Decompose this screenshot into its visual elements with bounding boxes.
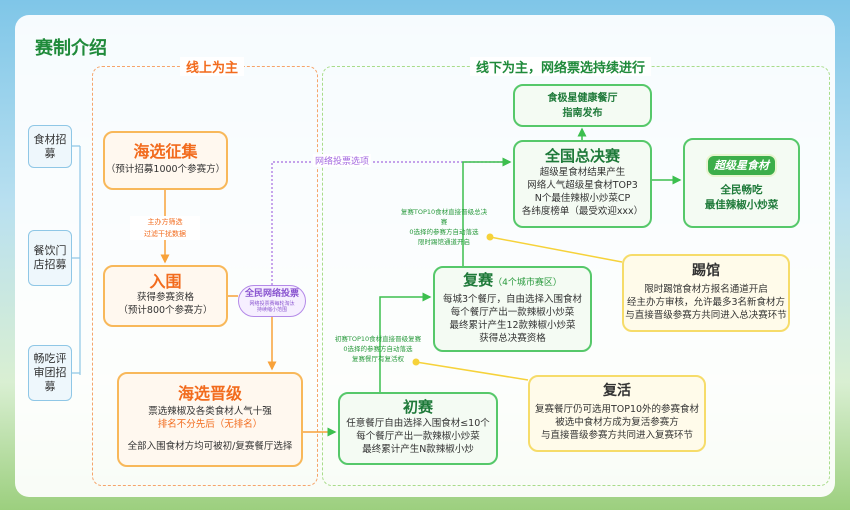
box-title: 初赛 bbox=[402, 398, 433, 416]
note-line: 过滤干扰数据 bbox=[144, 230, 186, 238]
side-label-judges: 畅吃评审团招募 bbox=[28, 345, 72, 401]
offline-label: 线下为主，网络票选持续进行 bbox=[470, 57, 652, 76]
box-title: 复赛 bbox=[463, 270, 494, 289]
note-line: 复赛TOP10食材直接晋级总决赛 bbox=[400, 208, 488, 226]
box-line: 每个餐厅产出一款辣椒小炒菜 bbox=[356, 431, 480, 442]
vote-title: 全民网络投票 bbox=[244, 289, 299, 299]
filter-note: 主办方筛选过滤干扰数据 bbox=[130, 216, 200, 240]
box-title: 海选征集 bbox=[133, 142, 198, 161]
superstar-logo: 超级星食材 bbox=[706, 153, 777, 177]
box-line: N个最佳辣椒小炒菜CP bbox=[534, 193, 631, 204]
box-title: 踢馆 bbox=[692, 262, 720, 279]
box-title: 入围 bbox=[149, 272, 182, 291]
box-line: 获得总决赛资格 bbox=[479, 332, 546, 344]
vote-option-label: 网络投票选项 bbox=[313, 154, 372, 167]
note-line: 限时踢馆通道开启 bbox=[418, 238, 470, 246]
side-label-restaurants: 餐饮门店招募 bbox=[28, 230, 72, 286]
chusai-note: 初赛TOP10食材直接晋级复赛 0选择的参赛方自动落选复赛餐厅有复活权 bbox=[332, 334, 424, 364]
box-title: 复活 bbox=[603, 383, 631, 399]
note-line: 复赛餐厅有复活权 bbox=[352, 355, 404, 363]
box-title: 海选晋级 bbox=[177, 383, 242, 403]
box-line: 每城3个餐厅，自由选择入围食材 bbox=[442, 293, 583, 305]
box-line: 限时踢馆食材方报名通道开启 bbox=[644, 283, 768, 295]
box-line: 指南发布 bbox=[562, 107, 603, 119]
online-label: 线上为主 bbox=[180, 57, 245, 76]
box-line: 复赛餐厅仍可选用TOP10外的参赛食材 bbox=[534, 404, 700, 415]
box-line: 各纬度榜单（最受欢迎xxx） bbox=[521, 206, 644, 217]
vote-line: 持续缩小范围 bbox=[256, 307, 287, 313]
fuhuo-box: 复活 复赛餐厅仍可选用TOP10外的参赛食材被选中食材方成为复活参赛方与直接晋级… bbox=[528, 375, 706, 452]
vote-line: 网络投票赛每轮淘汰 bbox=[249, 301, 295, 307]
box-line: 票选辣椒及各类食材人气十强 bbox=[148, 405, 272, 417]
box-line-highlight: 排名不分先后（无排名） bbox=[157, 418, 263, 430]
vote-pill: 全民网络投票 网络投票赛每轮淘汰持续缩小范围 bbox=[238, 285, 306, 317]
guide-box: 食极星健康餐厅指南发布 bbox=[513, 84, 652, 127]
box-line: 最佳辣椒小炒菜 bbox=[704, 198, 779, 211]
box-line: 每个餐厅产出一款辣椒小炒菜 bbox=[450, 306, 575, 318]
tiguan-box: 踢馆 限时踢馆食材方报名通道开启经主办方审核，允许最多3名新食材方与直接晋级参赛… bbox=[622, 254, 790, 332]
box-line: 与直接晋级参赛方共同进入复赛环节 bbox=[540, 430, 693, 441]
box-title: 全国总决赛 bbox=[544, 147, 620, 165]
superstar-box: 超级星食材 全民畅吃最佳辣椒小炒菜 bbox=[683, 138, 800, 228]
side-label-ingredients: 食材招募 bbox=[28, 125, 72, 168]
box-line: 全部入围食材方均可被初/复赛餐厅选择 bbox=[127, 440, 293, 452]
fusai-note: 复赛TOP10食材直接晋级总决赛 0选择的参赛方自动落选限时踢馆通道开启 bbox=[398, 207, 490, 247]
box-subtitle: （4个城市赛区） bbox=[493, 277, 562, 288]
note-line: 0选择的参赛方自动落选 bbox=[409, 228, 479, 236]
ruwei-box: 入围 获得参赛资格 （预计800个参赛方） bbox=[103, 265, 228, 327]
fusai-box: 复赛（4个城市赛区） 每城3个餐厅，自由选择入围食材每个餐厅产出一款辣椒小炒菜最… bbox=[433, 266, 592, 352]
box-line: 经主办方审核，允许最多3名新食材方 bbox=[626, 296, 786, 308]
box-line: 超级星食材结果产生 bbox=[539, 167, 626, 178]
box-line: 最终累计产生N款辣椒小炒 bbox=[362, 444, 474, 455]
page-title: 赛制介绍 bbox=[35, 38, 107, 59]
haixuan-zhengji-box: 海选征集 （预计招募1000个参赛方） bbox=[103, 131, 228, 190]
box-line: （预计招募1000个参赛方） bbox=[105, 164, 226, 175]
chusai-box: 初赛 任意餐厅自由选择入围食材≤10个每个餐厅产出一款辣椒小炒菜最终累计产生N款… bbox=[338, 392, 498, 465]
haixuan-jinji-box: 海选晋级 票选辣椒及各类食材人气十强 排名不分先后（无排名） 全部入围食材方均可… bbox=[117, 372, 303, 467]
note-line: 0选择的参赛方自动落选 bbox=[343, 345, 413, 353]
box-line: 任意餐厅自由选择入围食材≤10个 bbox=[346, 418, 490, 429]
note-line: 主办方筛选 bbox=[147, 218, 183, 226]
box-line: 网络人气超级星食材TOP3 bbox=[527, 180, 638, 191]
box-line: 全民畅吃 bbox=[720, 183, 763, 196]
box-line: 与直接晋级参赛方共同进入总决赛环节 bbox=[625, 309, 787, 321]
box-line: 食极星健康餐厅 bbox=[547, 92, 618, 104]
box-line: 被选中食材方成为复活参赛方 bbox=[555, 417, 679, 428]
box-line: （预计800个参赛方） bbox=[118, 305, 213, 316]
box-line: 获得参赛资格 bbox=[136, 292, 194, 303]
box-line: 最终累计产生12款辣椒小炒菜 bbox=[449, 319, 576, 331]
note-line: 初赛TOP10食材直接晋级复赛 bbox=[334, 335, 422, 343]
